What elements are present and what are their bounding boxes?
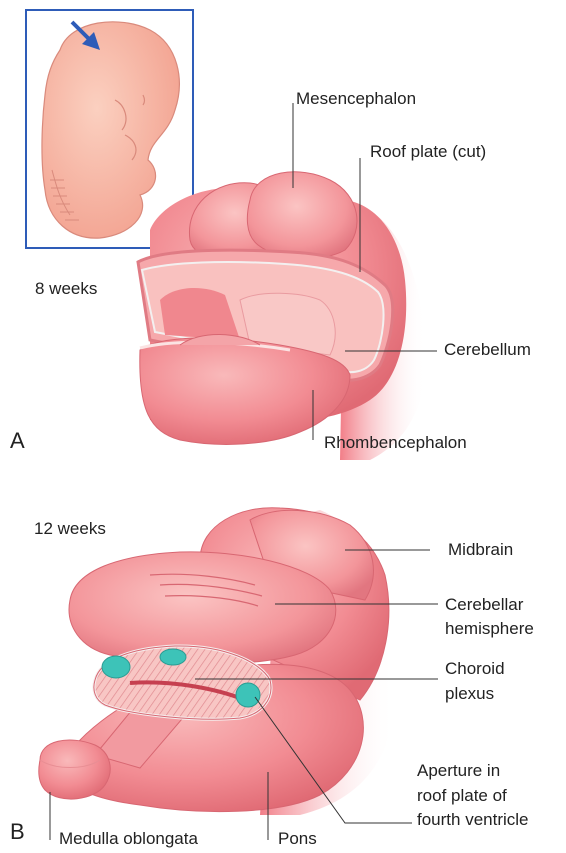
aperture-spot [236, 683, 260, 707]
label-aperture-line3: fourth ventricle [417, 810, 529, 830]
label-midbrain: Midbrain [448, 540, 513, 560]
label-cerebellum: Cerebellum [444, 340, 531, 360]
label-rhombencephalon: Rhombencephalon [324, 433, 467, 453]
label-cerebellar-hemisphere-line2: hemisphere [445, 619, 534, 639]
label-choroid-plexus-line1: Choroid [445, 659, 505, 679]
label-mesencephalon: Mesencephalon [296, 89, 416, 109]
label-medulla-oblongata: Medulla oblongata [59, 829, 198, 849]
panel-letter-b: B [10, 820, 25, 844]
choroid-plexus-spot [102, 656, 130, 678]
label-cerebellar-hemisphere-line1: Cerebellar [445, 595, 523, 615]
brain-8-weeks [138, 172, 426, 460]
brain-12-weeks [39, 508, 395, 815]
label-choroid-plexus-line2: plexus [445, 684, 494, 704]
label-aperture-line2: roof plate of [417, 786, 507, 806]
label-age-12-weeks: 12 weeks [34, 519, 106, 539]
choroid-plexus-spot [160, 649, 186, 665]
panel-letter-a: A [10, 429, 25, 453]
label-aperture-line1: Aperture in [417, 761, 500, 781]
label-pons: Pons [278, 829, 317, 849]
label-age-8-weeks: 8 weeks [35, 279, 97, 299]
label-roof-plate: Roof plate (cut) [370, 142, 486, 162]
